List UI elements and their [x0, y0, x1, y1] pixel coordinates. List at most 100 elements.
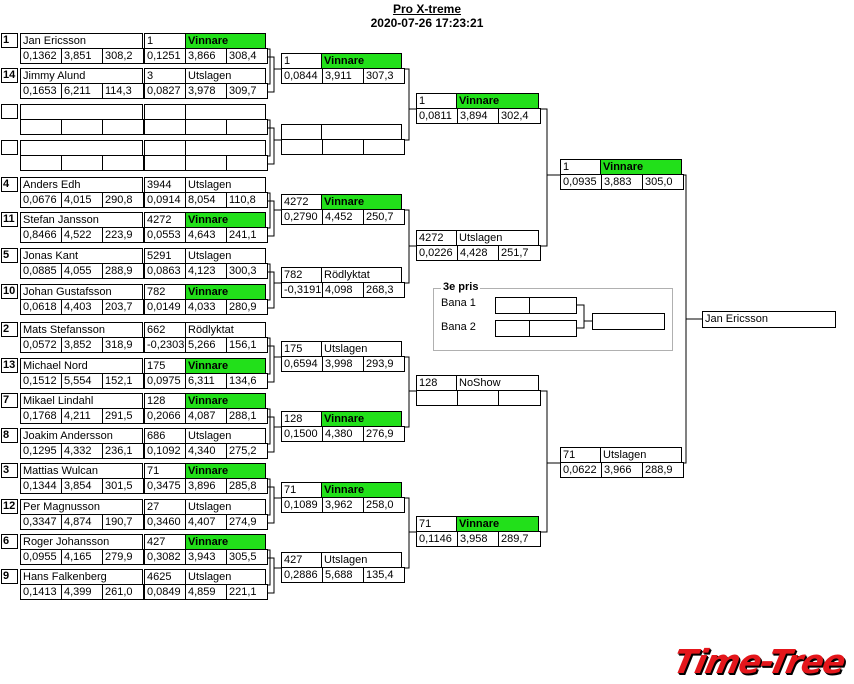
r4-stat-rt[interactable]: 0,0226 — [416, 245, 458, 261]
car-number[interactable]: 5291 — [144, 248, 186, 264]
racer-name[interactable]: Jan Ericsson — [20, 33, 143, 49]
racer-name[interactable]: Mikael Lindahl — [20, 393, 143, 409]
r5-stat-rt[interactable]: 0,0622 — [560, 462, 602, 478]
racer-name[interactable]: Michael Nord — [20, 358, 143, 374]
r1-stat-et[interactable]: 4,522 — [61, 227, 103, 243]
r3-stat-speed[interactable]: 250,7 — [363, 209, 405, 225]
r3-stat-rt[interactable]: 0,0844 — [281, 68, 323, 84]
r1-stat-rt[interactable]: 0,0572 — [20, 337, 62, 353]
result-status[interactable]: Vinnare — [185, 33, 266, 49]
car-number[interactable]: 128 — [281, 411, 323, 427]
r1-stat-et[interactable]: 4,403 — [61, 299, 103, 315]
r3-stat-et[interactable]: 4,452 — [322, 209, 364, 225]
result-status[interactable]: Vinnare — [321, 194, 402, 210]
car-number[interactable]: 71 — [560, 447, 602, 463]
r4-stat-rt[interactable]: 0,0811 — [416, 108, 458, 124]
r2-stat-et[interactable] — [185, 119, 227, 135]
r4-stat-speed[interactable]: 289,7 — [498, 531, 541, 547]
r2-stat-speed[interactable]: 308,4 — [226, 48, 268, 64]
r4-stat-rt[interactable] — [416, 390, 458, 406]
r3-stat-speed[interactable]: 135,4 — [363, 567, 405, 583]
r1-stat-speed[interactable]: 190,7 — [102, 514, 144, 530]
r2-stat-speed[interactable]: 274,9 — [226, 514, 268, 530]
car-number[interactable]: 128 — [144, 393, 186, 409]
r4-stat-speed[interactable]: 251,7 — [498, 245, 541, 261]
r2-stat-speed[interactable]: 280,9 — [226, 299, 268, 315]
r2-stat-speed[interactable]: 241,1 — [226, 227, 268, 243]
result-status[interactable]: Vinnare — [185, 463, 266, 479]
r1-stat-et[interactable]: 4,211 — [61, 408, 103, 424]
r1-stat-et[interactable] — [61, 155, 103, 171]
r1-stat-speed[interactable] — [102, 155, 144, 171]
r2-stat-et[interactable]: 4,340 — [185, 443, 227, 459]
r1-stat-et[interactable]: 4,874 — [61, 514, 103, 530]
car-number[interactable]: 4625 — [144, 569, 186, 585]
r1-stat-et[interactable]: 4,399 — [61, 584, 103, 600]
r2-stat-speed[interactable]: 275,2 — [226, 443, 268, 459]
r2-stat-speed[interactable]: 309,7 — [226, 83, 268, 99]
r1-stat-speed[interactable]: 223,9 — [102, 227, 144, 243]
result-status[interactable]: Utslagen — [600, 447, 682, 463]
r3-stat-rt[interactable] — [281, 139, 323, 155]
result-status[interactable]: Utslagen — [321, 341, 402, 357]
result-status[interactable]: Vinnare — [185, 393, 266, 409]
r2-stat-rt[interactable]: 0,0827 — [144, 83, 186, 99]
r2-stat-et[interactable]: 4,033 — [185, 299, 227, 315]
r2-stat-speed[interactable]: 305,5 — [226, 549, 268, 565]
result-status[interactable] — [185, 140, 266, 156]
r1-stat-speed[interactable]: 301,5 — [102, 478, 144, 494]
car-number[interactable] — [144, 104, 186, 120]
r2-stat-et[interactable]: 4,859 — [185, 584, 227, 600]
r1-stat-et[interactable]: 6,211 — [61, 83, 103, 99]
lane-2-cell-b[interactable] — [529, 320, 577, 337]
r1-stat-rt[interactable]: 0,1768 — [20, 408, 62, 424]
result-status[interactable]: Vinnare — [456, 93, 539, 109]
r2-stat-speed[interactable] — [226, 155, 268, 171]
car-number[interactable]: 427 — [144, 534, 186, 550]
r1-stat-speed[interactable]: 291,5 — [102, 408, 144, 424]
racer-name[interactable]: Stefan Jansson — [20, 212, 143, 228]
result-status[interactable]: Vinnare — [600, 159, 682, 175]
car-number[interactable]: 782 — [144, 284, 186, 300]
car-number[interactable]: 71 — [144, 463, 186, 479]
r3-stat-et[interactable] — [322, 139, 364, 155]
r1-stat-et[interactable]: 3,852 — [61, 337, 103, 353]
car-number[interactable]: 1 — [560, 159, 602, 175]
r4-stat-speed[interactable]: 302,4 — [498, 108, 541, 124]
r2-stat-et[interactable]: 3,866 — [185, 48, 227, 64]
r2-stat-speed[interactable]: 156,1 — [226, 337, 268, 353]
r3-stat-rt[interactable]: 0,1089 — [281, 497, 323, 513]
car-number[interactable]: 71 — [416, 516, 458, 532]
r2-stat-rt[interactable] — [144, 119, 186, 135]
r2-stat-speed[interactable]: 221,1 — [226, 584, 268, 600]
r1-stat-speed[interactable]: 152,1 — [102, 373, 144, 389]
car-number[interactable]: 427 — [281, 552, 323, 568]
r2-stat-rt[interactable]: 0,1092 — [144, 443, 186, 459]
r1-stat-rt[interactable]: 0,8466 — [20, 227, 62, 243]
r2-stat-rt[interactable]: 0,0849 — [144, 584, 186, 600]
r1-stat-rt[interactable]: 0,0676 — [20, 192, 62, 208]
r5-stat-rt[interactable]: 0,0935 — [560, 174, 602, 190]
result-status[interactable]: Utslagen — [185, 569, 266, 585]
car-number[interactable]: 4272 — [281, 194, 323, 210]
result-status[interactable]: Utslagen — [185, 68, 266, 84]
r2-stat-speed[interactable]: 285,8 — [226, 478, 268, 494]
result-status[interactable]: NoShow — [456, 375, 539, 391]
result-status[interactable]: Utslagen — [185, 499, 266, 515]
r2-stat-et[interactable]: 3,978 — [185, 83, 227, 99]
r2-stat-speed[interactable]: 300,3 — [226, 263, 268, 279]
r1-stat-speed[interactable]: 279,9 — [102, 549, 144, 565]
r2-stat-speed[interactable]: 134,6 — [226, 373, 268, 389]
r3-stat-rt[interactable]: 0,2886 — [281, 567, 323, 583]
r2-stat-rt[interactable]: -0,2303 — [144, 337, 186, 353]
r1-stat-rt[interactable]: 0,1362 — [20, 48, 62, 64]
r1-stat-rt[interactable]: 0,0885 — [20, 263, 62, 279]
r1-stat-et[interactable]: 3,851 — [61, 48, 103, 64]
r1-stat-speed[interactable]: 236,1 — [102, 443, 144, 459]
car-number[interactable]: 1 — [416, 93, 458, 109]
car-number[interactable] — [281, 124, 323, 140]
r1-stat-et[interactable]: 3,854 — [61, 478, 103, 494]
r2-stat-et[interactable]: 3,896 — [185, 478, 227, 494]
racer-name[interactable]: Anders Edh — [20, 177, 143, 193]
car-number[interactable]: 3 — [144, 68, 186, 84]
